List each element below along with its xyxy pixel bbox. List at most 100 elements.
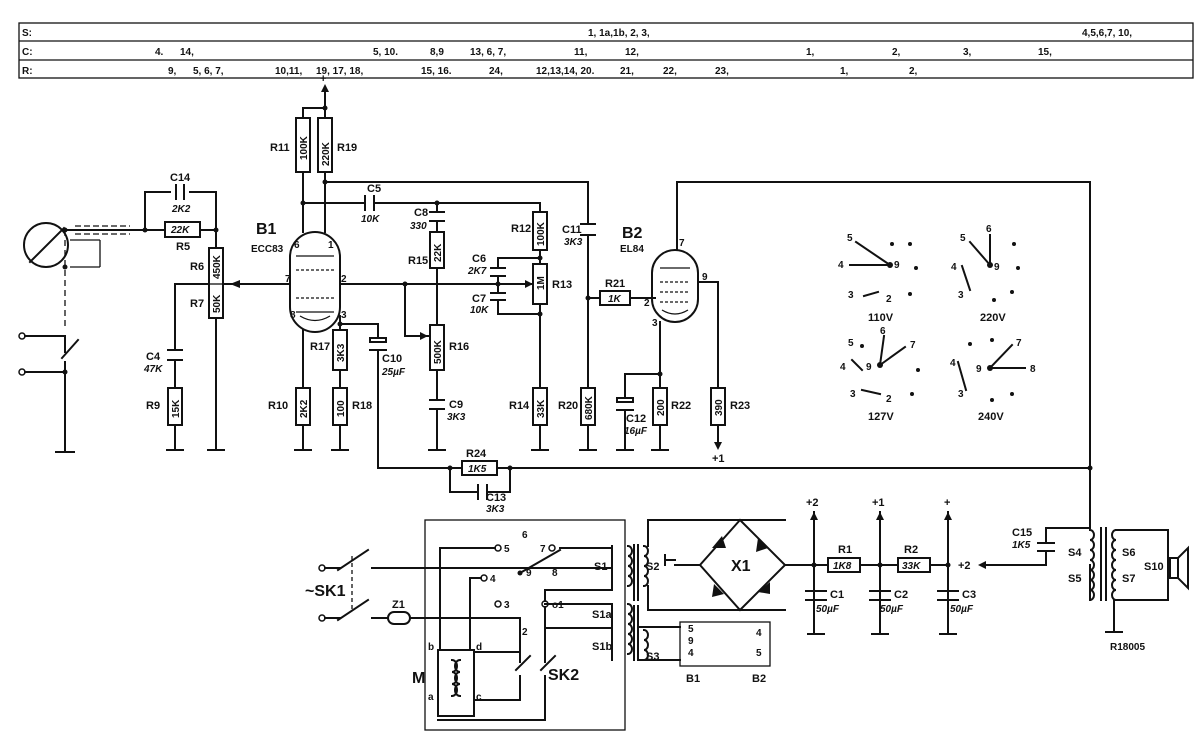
c8-value: 330 <box>410 221 427 232</box>
c1-value: 50µF <box>816 604 840 615</box>
selector-pin: 2 <box>886 394 892 405</box>
motor-pin: a <box>428 692 434 703</box>
r16-value: 500K <box>433 339 444 364</box>
voltage-label: 220V <box>980 312 1006 324</box>
tube-b2: B2 EL84 7 2 9 3 <box>620 225 708 329</box>
winding-label: S1b <box>592 641 612 653</box>
row-s-entry: 1, 1a,1b, 2, 3, <box>588 28 650 39</box>
winding-label: S6 <box>1122 547 1135 559</box>
b1-pin: 3 <box>341 310 347 321</box>
selector-pin: 2 <box>886 294 892 305</box>
tap-label: 4 <box>490 574 496 585</box>
supply-plus: + <box>320 73 326 85</box>
heater-label: B1 <box>686 673 700 685</box>
heater-pin: 4 <box>756 628 762 639</box>
r18-value: 100 <box>336 400 347 417</box>
b1-name: B1 <box>256 221 277 238</box>
c8-ref: C8 <box>414 207 428 219</box>
drawing-ref: R18005 <box>1110 642 1145 653</box>
row-c-label: C: <box>22 47 33 58</box>
r19-value: 220K <box>321 141 332 166</box>
r1-value: 1K8 <box>833 561 852 572</box>
row-c-entry: 8,9 <box>430 47 444 58</box>
selector-pin: 7 <box>1016 338 1022 349</box>
motor-pin: b <box>428 642 434 653</box>
tap-label: 5 <box>504 544 510 555</box>
row-c-entry: 13, 6, 7, <box>470 47 506 58</box>
r20-ref: R20 <box>558 400 578 412</box>
selector-pin: 3 <box>850 389 856 400</box>
selector-pin: 8 <box>1030 364 1036 375</box>
selector-pin: 6 <box>986 224 992 235</box>
c1-ref: C1 <box>830 589 844 601</box>
row-r-entry: 10,11, <box>275 66 302 77</box>
supply-plus1: +1 <box>712 453 725 465</box>
winding-label: S3 <box>646 651 659 663</box>
row-r-entry: 1, <box>840 66 849 77</box>
supply-plus2: +2 <box>958 560 971 572</box>
b1-pin: 6 <box>294 240 300 251</box>
row-c-entry: 3, <box>963 47 972 58</box>
r22-ref: R22 <box>671 400 691 412</box>
c12-ref: C12 <box>626 413 646 425</box>
voltage-setting-220v: 6 5 4 9 3 220V <box>951 224 1020 324</box>
heater-pin: 4 <box>688 648 694 659</box>
c7-value: 10K <box>470 305 489 316</box>
r13-ref: R13 <box>552 279 572 291</box>
tap-label: 8 <box>552 568 558 579</box>
motor: M b d a c SK2 <box>412 642 579 721</box>
junction-dots <box>142 105 1093 471</box>
row-c-entry: 5, 10. <box>373 47 398 58</box>
r12-ref: R12 <box>511 223 531 235</box>
row-r-entry: 24, <box>489 66 503 77</box>
b1-type: ECC83 <box>251 244 284 255</box>
selector-pin: 4 <box>950 358 956 369</box>
voltage-setting-240v: 7 4 9 8 3 240V <box>950 338 1036 423</box>
selector-pin: 3 <box>958 290 964 301</box>
row-c-entry: 11, <box>574 47 588 58</box>
c14-ref: C14 <box>170 172 191 184</box>
heater-pin: 5 <box>756 648 762 659</box>
b2-pin: 9 <box>702 272 708 283</box>
selector-pin: 9 <box>994 262 1000 273</box>
b1-pin: 1 <box>328 240 334 251</box>
row-r-entry: 15, 16. <box>421 66 452 77</box>
c3-ref: C3 <box>962 589 976 601</box>
wiper-arrows <box>230 280 533 340</box>
r23-value: 390 <box>714 399 725 416</box>
tap-label: 3 <box>504 600 510 611</box>
row-s-entry: 4,5,6,7, 10, <box>1082 28 1132 39</box>
r11-value: 100K <box>299 135 310 160</box>
row-r-entry: 12,13,14, 20. <box>536 66 595 77</box>
r9-value: 15K <box>171 399 182 418</box>
heater-label: B2 <box>752 673 766 685</box>
winding-label: S2 <box>646 561 659 573</box>
selector-pin: 4 <box>840 362 846 373</box>
rectifier-bridge: X1 <box>674 518 787 612</box>
c13-ref: C13 <box>486 492 506 504</box>
row-r-label: R: <box>22 66 33 77</box>
c5-value: 10K <box>361 214 380 225</box>
voltage-setting-127v: 6 5 7 4 9 3 2 127V <box>840 326 920 423</box>
microphone-symbol <box>23 222 69 268</box>
r5-value: 22K <box>170 225 190 236</box>
selector-pin: 4 <box>951 262 957 273</box>
r12-value: 100K <box>536 221 547 246</box>
fuse-ref: Z1 <box>392 599 405 611</box>
r24-value: 1K5 <box>468 464 487 475</box>
c2-value: 50µF <box>880 604 904 615</box>
r17-value: 3K3 <box>336 343 347 362</box>
mains-input: ~SK1 Z1 <box>305 548 613 625</box>
r6-ref: R6 <box>190 261 204 273</box>
winding-label: S5 <box>1068 573 1081 585</box>
r14-value: 33K <box>536 399 547 418</box>
selector-pin: 9 <box>976 364 982 375</box>
r21-value: 1K <box>608 294 622 305</box>
r7-ref: R7 <box>190 298 204 310</box>
tube-b1: B1 ECC83 6 7 2 8 3 1 <box>251 221 347 333</box>
row-c-entry: 2, <box>892 47 901 58</box>
row-c-entry: 15, <box>1038 47 1052 58</box>
preamp-wiring <box>64 87 1091 529</box>
r2-ref: R2 <box>904 544 918 556</box>
r15-ref: R15 <box>408 255 428 267</box>
